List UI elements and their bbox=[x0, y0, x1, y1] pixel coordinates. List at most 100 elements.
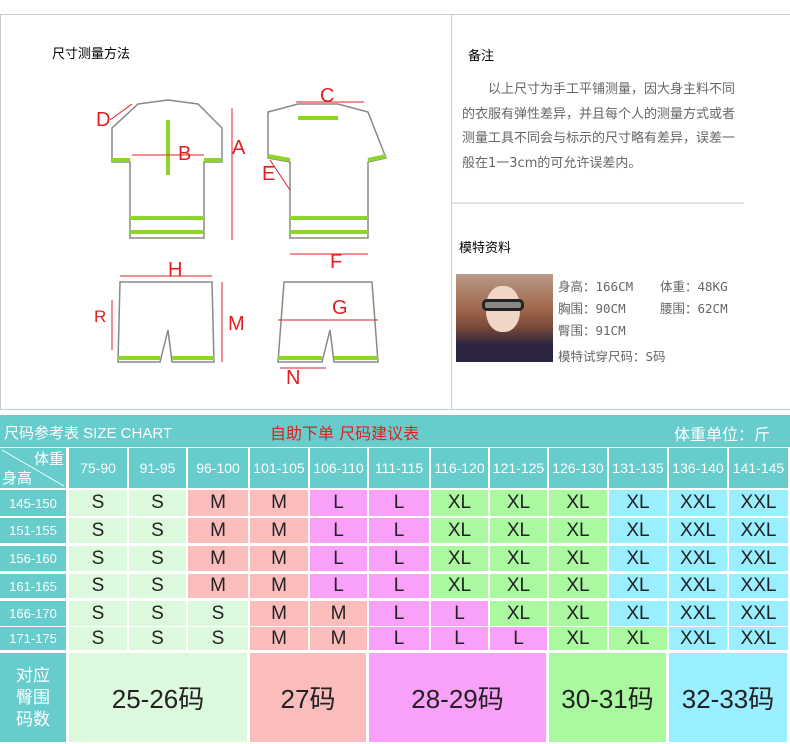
size-cell: M bbox=[250, 627, 308, 650]
size-cell: XXL bbox=[729, 574, 788, 598]
model-weight: 体重：48KG bbox=[660, 279, 728, 294]
dimension-label: E bbox=[262, 163, 275, 185]
hip-size-cell: 28-29码 bbox=[369, 653, 546, 742]
weight-header: 91-95 bbox=[129, 448, 186, 488]
size-cell: L bbox=[369, 518, 429, 543]
hip-size-cell: 27码 bbox=[250, 653, 366, 742]
size-cell: XXL bbox=[669, 574, 727, 598]
hip-size-cell: 25-26码 bbox=[69, 653, 247, 742]
dimension-label: H bbox=[168, 259, 182, 281]
height-label: 151-155 bbox=[0, 518, 66, 543]
size-cell: M bbox=[188, 546, 248, 571]
size-cell: S bbox=[129, 601, 186, 626]
size-cell: M bbox=[250, 546, 308, 571]
note-title: 备注 bbox=[468, 49, 495, 64]
size-cell: XL bbox=[609, 518, 667, 543]
size-cell: S bbox=[129, 518, 186, 543]
model-waist: 腰围：62CM bbox=[660, 301, 728, 316]
size-cell: XL bbox=[549, 601, 607, 626]
dimension-label: F bbox=[330, 251, 342, 273]
hip-label: 对应臀围码数 bbox=[0, 653, 66, 742]
size-cell: M bbox=[310, 601, 367, 626]
corner-weight: 体重 bbox=[33, 450, 64, 468]
corner-cell: 体重 身高 bbox=[0, 448, 66, 488]
size-cell: M bbox=[250, 518, 308, 543]
dimension-label: A bbox=[232, 137, 246, 159]
size-cell: S bbox=[69, 574, 127, 598]
size-cell: XL bbox=[490, 574, 547, 598]
dimension-label: N bbox=[286, 367, 300, 389]
size-cell: XL bbox=[549, 546, 607, 571]
weight-header: 101-105 bbox=[250, 448, 308, 488]
size-cell: L bbox=[369, 627, 429, 650]
weight-header: 106-110 bbox=[310, 448, 367, 488]
size-cell: S bbox=[129, 546, 186, 571]
model-hip: 臀围：91CM bbox=[558, 323, 626, 338]
divider bbox=[451, 14, 452, 410]
size-cell: XL bbox=[609, 627, 667, 650]
size-chart-header: 尺码参考表 SIZE CHART 自助下单 尺码建议表 体重单位：斤 bbox=[0, 415, 790, 447]
size-cell: S bbox=[129, 627, 186, 650]
shorts-back bbox=[277, 281, 379, 363]
size-cell: XL bbox=[549, 490, 607, 516]
height-label: 171-175 bbox=[0, 627, 66, 650]
size-cell: XXL bbox=[669, 546, 727, 571]
weight-header: 136-140 bbox=[669, 448, 727, 488]
size-cell: XL bbox=[431, 546, 488, 571]
size-cell: L bbox=[490, 627, 547, 650]
note-text: 以上尺寸为手工平铺测量，因大身主料不同的衣服有弹性差异，并且每个人的测量方式或者… bbox=[462, 82, 736, 171]
size-cell: XL bbox=[549, 574, 607, 598]
size-cell: XXL bbox=[729, 601, 788, 626]
dimension-lines bbox=[109, 101, 378, 369]
size-cell: XL bbox=[609, 601, 667, 626]
dimension-label: G bbox=[332, 297, 348, 319]
weight-header: 116-120 bbox=[431, 448, 488, 488]
size-cell: XXL bbox=[729, 518, 788, 543]
dimension-label: C bbox=[320, 85, 334, 107]
size-cell: M bbox=[250, 574, 308, 598]
size-cell: XL bbox=[609, 490, 667, 516]
size-cell: XL bbox=[490, 546, 547, 571]
weight-header: 131-135 bbox=[609, 448, 667, 488]
size-cell: XL bbox=[490, 601, 547, 626]
size-cell: L bbox=[310, 490, 367, 516]
dimension-label: B bbox=[178, 143, 191, 165]
size-cell: XXL bbox=[729, 546, 788, 571]
size-cell: XXL bbox=[669, 601, 727, 626]
size-cell: L bbox=[369, 574, 429, 598]
weight-unit: 体重单位：斤 bbox=[673, 425, 770, 444]
shorts-front bbox=[117, 281, 215, 363]
size-cell: XL bbox=[431, 518, 488, 543]
corner-height: 身高 bbox=[2, 469, 33, 487]
garment-trim bbox=[112, 116, 387, 360]
height-label: 145-150 bbox=[0, 490, 66, 516]
size-cell: XXL bbox=[669, 627, 727, 650]
measure-title: 尺寸测量方法 bbox=[52, 47, 131, 62]
dimension-label: D bbox=[96, 109, 110, 131]
weight-header: 141-145 bbox=[729, 448, 788, 488]
garment-diagram: A B C D E F G H R M N bbox=[94, 85, 388, 389]
size-cell: XXL bbox=[729, 490, 788, 516]
size-cell: M bbox=[188, 518, 248, 543]
size-cell: XL bbox=[490, 490, 547, 516]
dimension-label: M bbox=[228, 313, 245, 335]
size-cell: L bbox=[310, 546, 367, 571]
size-cell: S bbox=[69, 627, 127, 650]
chart-title: 尺码参考表 SIZE CHART bbox=[4, 425, 173, 442]
size-cell: XXL bbox=[669, 518, 727, 543]
model-height: 身高：166CM bbox=[558, 279, 634, 294]
size-cell: S bbox=[69, 518, 127, 543]
corner-diagonal bbox=[1, 449, 65, 487]
size-cell: M bbox=[188, 490, 248, 516]
size-cell: XL bbox=[609, 574, 667, 598]
size-cell: L bbox=[369, 601, 429, 626]
sunglasses bbox=[482, 299, 524, 311]
size-cell: S bbox=[69, 546, 127, 571]
weight-header: 111-115 bbox=[369, 448, 429, 488]
size-cell: M bbox=[188, 574, 248, 598]
size-cell: S bbox=[129, 574, 186, 598]
size-cell: XL bbox=[431, 574, 488, 598]
size-cell: XXL bbox=[669, 490, 727, 516]
size-cell: M bbox=[250, 601, 308, 626]
size-cell: L bbox=[310, 518, 367, 543]
